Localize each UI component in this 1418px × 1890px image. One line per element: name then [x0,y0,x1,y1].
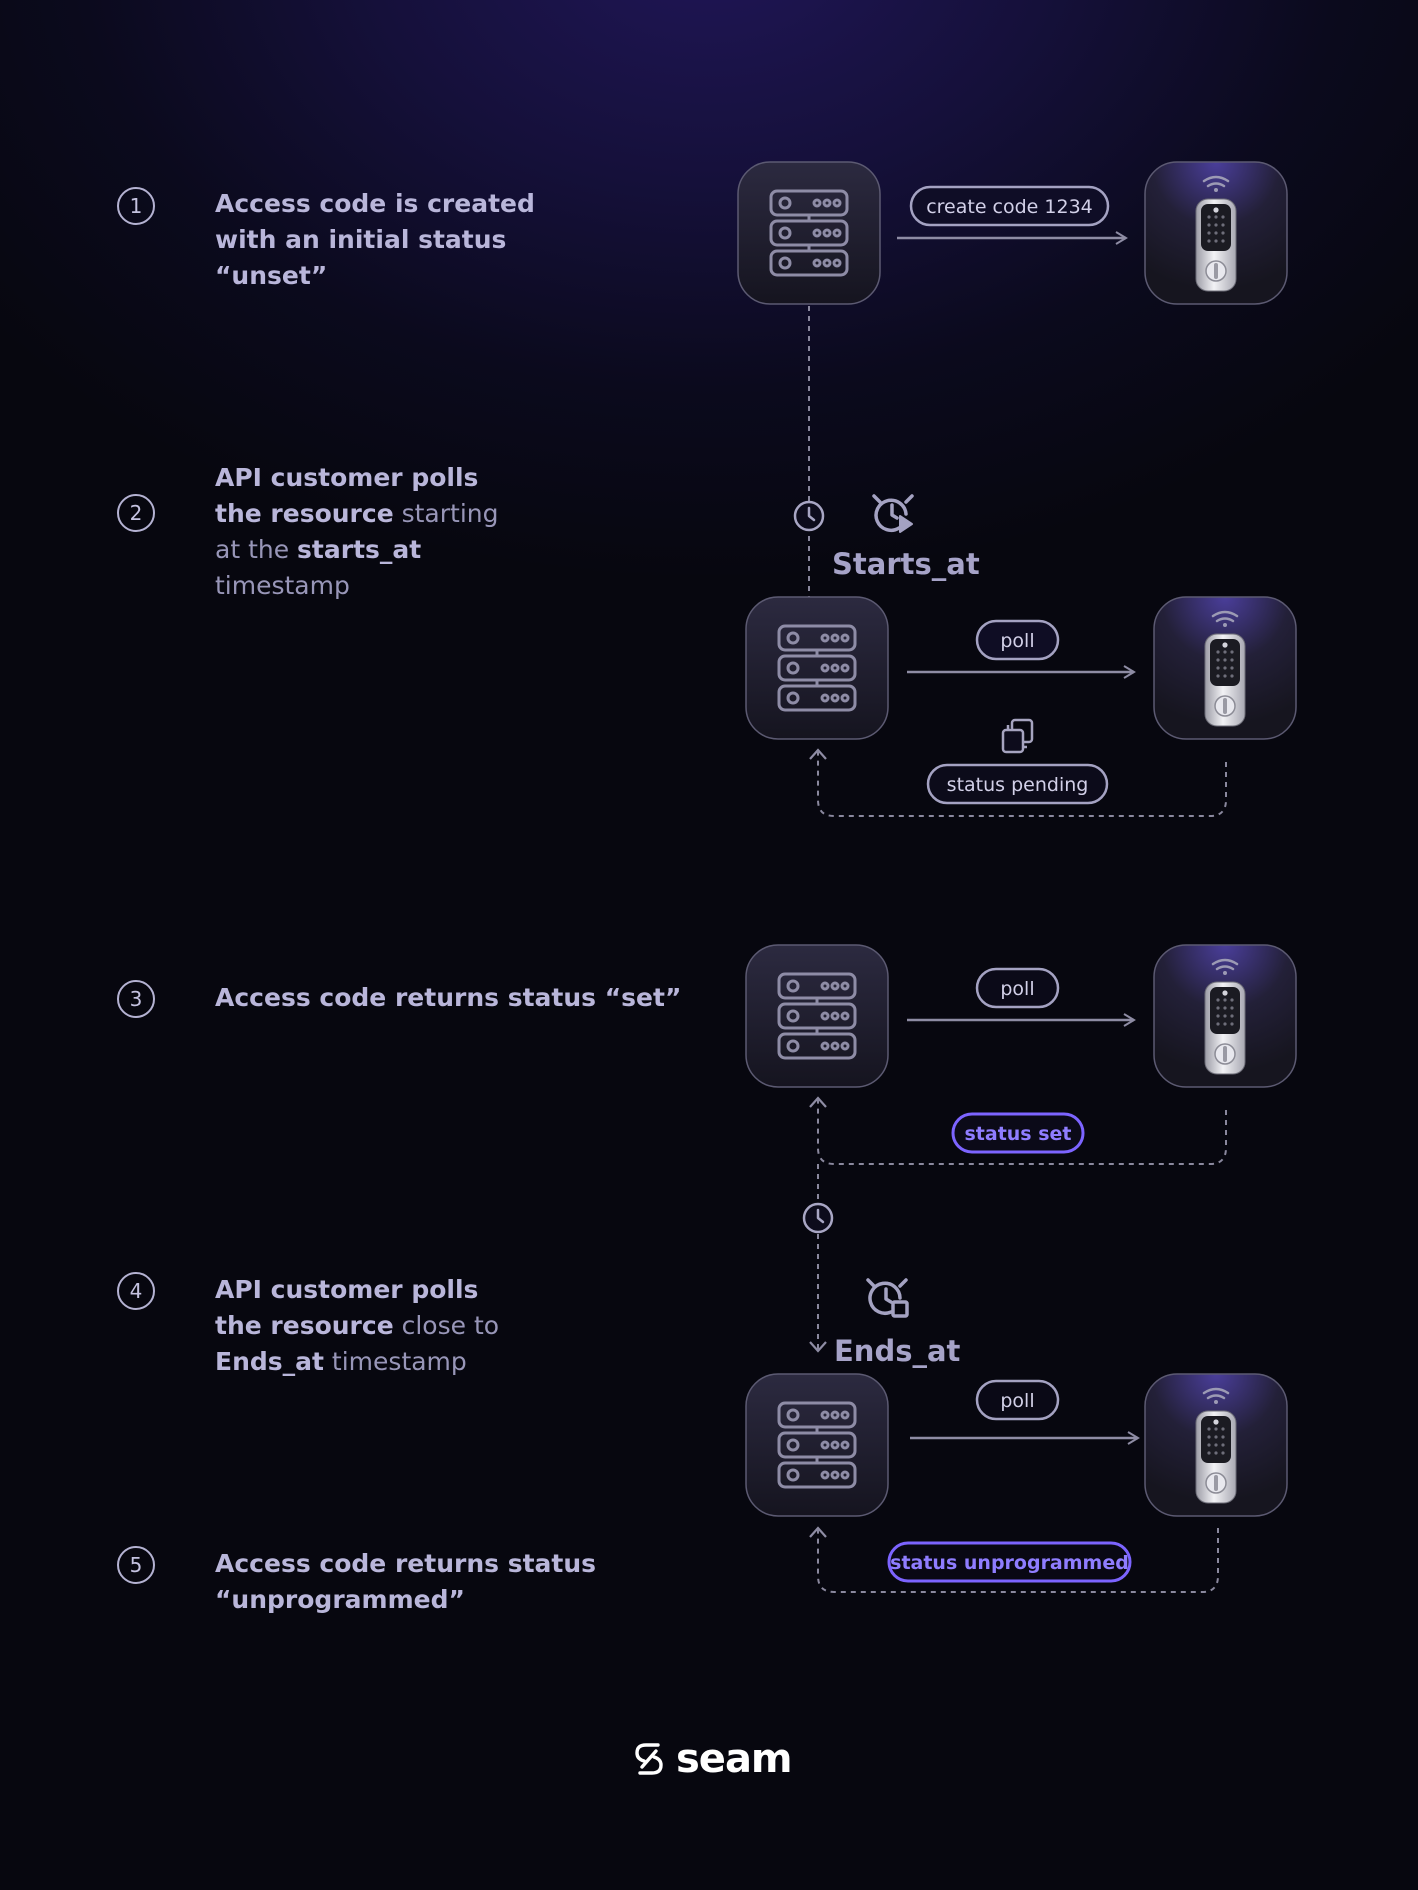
brand-logo: seam [632,1736,793,1782]
server-icon [737,161,881,305]
svg-text:status unprogrammed: status unprogrammed [890,1552,1129,1574]
server-icon [745,944,889,1088]
step-number-3: 3 [117,980,155,1018]
return-path [817,1528,1219,1593]
poll-pill: poll [975,619,1060,661]
smart-lock-icon [1144,1373,1288,1517]
step-text-segment: with an initial status [215,225,507,254]
create-code-pill: create code 1234 [909,185,1110,227]
status-unprogrammed-pill: status unprogrammed [887,1541,1132,1583]
svg-text:create code 1234: create code 1234 [926,196,1093,218]
ends-at-label: Ends_at [834,1334,961,1368]
smart-lock-icon [1153,596,1297,740]
step-text-segment: timestamp [323,1347,467,1376]
step-text-segment: “unset” [215,261,328,290]
step-text-segment: Access code returns status “set” [215,983,682,1012]
step-text-segment: API customer polls [215,1275,479,1304]
svg-text:poll: poll [1000,978,1034,1000]
return-path [817,1100,1227,1165]
svg-text:status pending: status pending [947,774,1089,796]
step-number-4: 4 [117,1272,155,1310]
svg-text:status set: status set [964,1123,1071,1145]
alarm-clock-play-icon [872,494,914,533]
step-text-segment: timestamp [215,571,350,600]
brand-name: seam [676,1736,793,1782]
starts-at-label: Starts_at [832,547,980,581]
seam-logo-icon [635,1743,663,1775]
step-number-5: 5 [117,1546,155,1584]
server-icon [745,596,889,740]
step-text-segment: close to [393,1311,500,1340]
status-pending-pill: status pending [926,763,1109,805]
step-text-segment: the resource [215,499,394,528]
poll-pill: poll [975,967,1060,1009]
step-text-segment: API customer polls [215,463,479,492]
step-text-segment: at the [215,535,298,564]
step-text-segment: starts_at [297,535,422,564]
clock-icon [802,1202,834,1234]
step-text-segment: “unprogrammed” [215,1585,465,1614]
step-description-4: API customer polls the resource close to E… [215,1272,499,1380]
step-description-5: Access code returns status “unprogrammed” [215,1546,596,1618]
step-text-segment: Access code is created [215,189,535,218]
clock-icon [793,500,825,532]
copy-stack-icon [1001,718,1034,754]
step-number-1: 1 [117,187,155,225]
alarm-clock-stop-icon [866,1278,909,1318]
step-text-segment: Access code returns status [215,1549,597,1578]
smart-lock-icon [1153,944,1297,1088]
server-icon [745,1373,889,1517]
svg-text:poll: poll [1000,630,1034,652]
step-text-segment: Ends_at [215,1347,324,1376]
svg-text:poll: poll [1000,1390,1034,1412]
return-path [817,752,1227,817]
step-description-2: API customer polls the resource starting a… [215,460,499,604]
step-text-segment: the resource [215,1311,394,1340]
step-description-1: Access code is created with an initial st… [215,186,535,294]
smart-lock-icon [1144,161,1288,305]
status-set-pill: status set [951,1112,1085,1154]
step-text-segment: starting [393,499,499,528]
step-number-2: 2 [117,494,155,532]
poll-pill: poll [975,1379,1060,1421]
step-description-3: Access code returns status “set” [215,980,681,1016]
